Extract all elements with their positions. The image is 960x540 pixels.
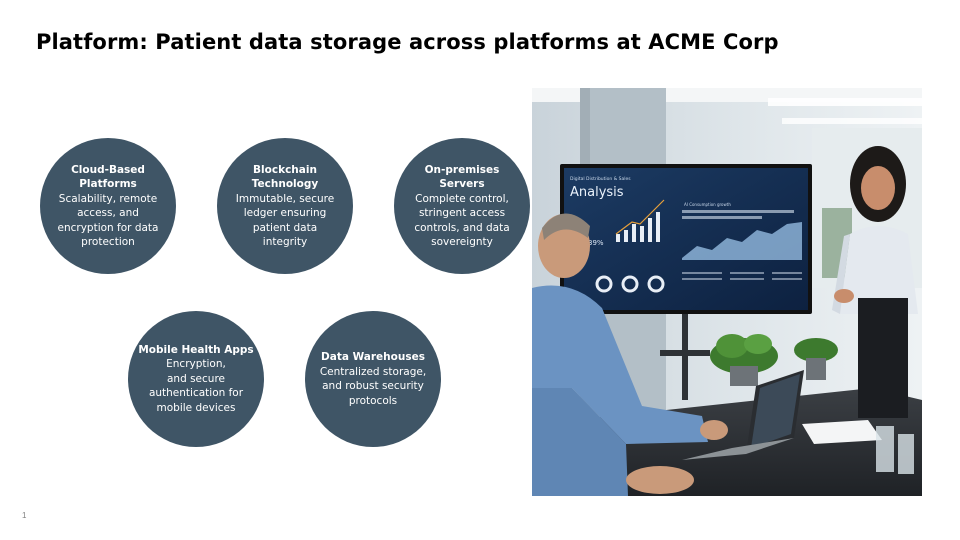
circle-data-warehouses: Data Warehouses Centralized storage, and…	[305, 311, 441, 447]
slide-title: Platform: Patient data storage across pl…	[36, 30, 779, 54]
circle-blockchain-technology: Blockchain Technology Immutable, secure …	[217, 138, 353, 274]
circle-body: integrity	[262, 236, 308, 248]
circle-body: Immutable, secure	[235, 192, 335, 205]
circle-body: controls, and data	[414, 221, 510, 234]
circle-body: and secure	[167, 372, 225, 385]
screen-subtitle: Digital Distribution & Sales	[570, 176, 631, 182]
circle-body: Encryption,	[166, 358, 226, 371]
circle-title: Servers	[439, 178, 485, 190]
circle-body: stringent access	[418, 207, 506, 219]
circle-body: protocols	[348, 394, 398, 407]
screen-percent: 39%	[588, 239, 604, 247]
slide-number: 1	[22, 511, 27, 520]
screen-chart-label: AI Consumption growth	[684, 202, 731, 207]
office-meeting-photo: Digital Distribution & Sales Analysis AI…	[532, 88, 922, 496]
circle-title: Cloud-Based	[71, 163, 145, 176]
circle-body: access, and	[77, 207, 139, 219]
circle-body: sovereignty	[431, 236, 493, 248]
screen-title: Analysis	[570, 185, 624, 200]
circle-mobile-health-apps: Mobile Health Apps Encryption, and secur…	[128, 311, 264, 447]
circle-body: Scalability, remote	[58, 192, 158, 205]
circle-body: patient data	[252, 221, 318, 234]
circle-title: Technology	[251, 178, 319, 190]
circle-title: Mobile Health Apps	[138, 343, 254, 356]
circle-body: ledger ensuring	[243, 207, 327, 219]
circle-title: On-premises	[424, 163, 500, 176]
circle-body: Complete control,	[415, 192, 509, 205]
circle-body: mobile devices	[156, 401, 236, 414]
circle-body: and robust security	[322, 380, 424, 392]
circle-body: encryption for data	[57, 221, 159, 234]
circle-title: Platforms	[79, 178, 137, 190]
circle-body: protection	[81, 236, 135, 248]
circle-title: Blockchain	[253, 163, 317, 176]
circle-body: authentication for	[148, 387, 244, 400]
circle-title: Data Warehouses	[321, 351, 425, 363]
circle-on-premises-servers: On-premises Servers Complete control, st…	[394, 138, 530, 274]
circle-body: Centralized storage,	[319, 365, 427, 378]
circle-cloud-based-platforms: Cloud-Based Platforms Scalability, remot…	[40, 138, 176, 274]
